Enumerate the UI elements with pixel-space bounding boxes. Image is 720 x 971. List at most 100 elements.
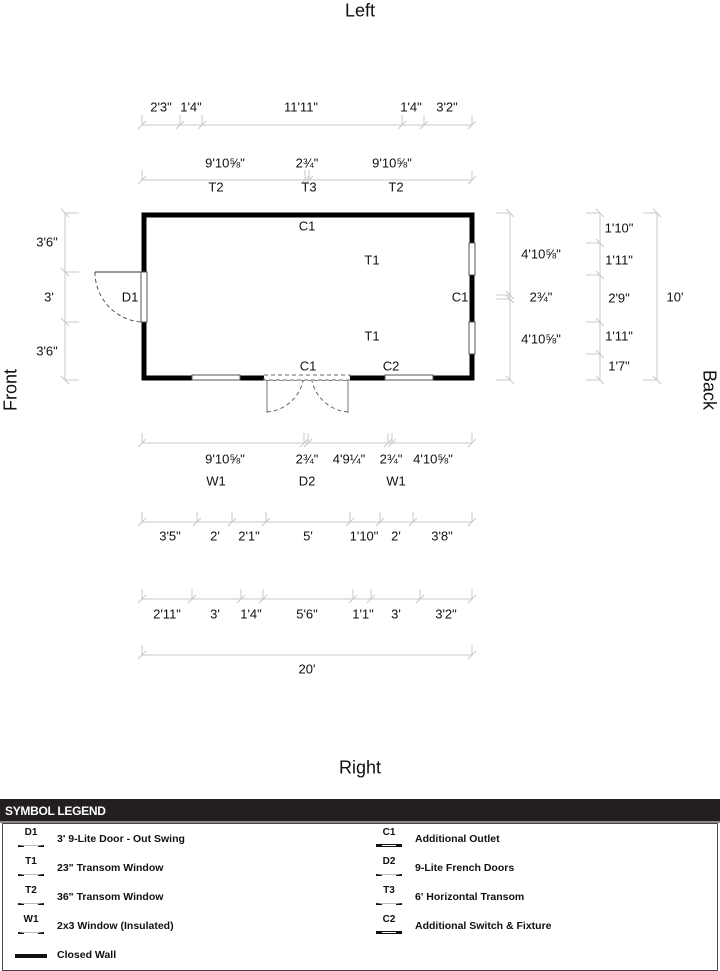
window-t1-lower xyxy=(468,321,476,355)
dimension-line xyxy=(304,175,314,185)
dim-label: 3' xyxy=(391,606,401,622)
side-label-back: Back xyxy=(699,369,720,411)
dim-label: 2'9" xyxy=(608,290,630,306)
dimension-line xyxy=(595,208,605,218)
dimension-line xyxy=(467,120,477,130)
dim-label: 2¾" xyxy=(529,289,553,305)
dimension-line xyxy=(505,294,515,304)
plan-label-t1: T1 xyxy=(364,252,380,268)
dimension-line xyxy=(258,594,268,604)
dim-label: 1'4" xyxy=(180,99,202,115)
dimension-line xyxy=(505,208,515,218)
closed-wall-icon xyxy=(15,943,47,967)
dimension-line xyxy=(60,267,70,277)
dim-label: 2¾" xyxy=(295,155,319,171)
dimension-line xyxy=(197,120,207,130)
door-d2-swing xyxy=(266,380,349,413)
dimension-line xyxy=(467,650,477,660)
dimension-line xyxy=(236,594,246,604)
dim-label-total-depth: 10' xyxy=(666,289,684,305)
dimension-line xyxy=(60,375,70,385)
plan-label-t1: T1 xyxy=(364,328,380,344)
floor-plan-drawing xyxy=(60,115,662,660)
side-label-front: Front xyxy=(0,368,21,412)
side-label-left: Left xyxy=(344,0,376,21)
opening-code: T2 xyxy=(208,179,224,195)
dim-label: 1'4" xyxy=(400,99,422,115)
dim-label-total-width: 20' xyxy=(298,661,316,677)
dimension-line xyxy=(192,517,202,527)
door-symbol-icon: D1 xyxy=(15,827,47,851)
dimension-line xyxy=(383,438,393,448)
dimension-line xyxy=(595,349,605,359)
window-symbol-icon: W1 xyxy=(15,914,47,938)
dim-label: 1'11" xyxy=(605,252,633,268)
dimension-line xyxy=(375,517,385,527)
dimension-line xyxy=(227,517,237,527)
french-door-symbol-icon: D2 xyxy=(373,856,405,880)
dim-label: 2' xyxy=(210,528,220,544)
dimension-line xyxy=(300,175,310,185)
dim-label: 1'1" xyxy=(352,606,374,622)
dim-label: 4'10⅝" xyxy=(413,451,453,467)
dim-label: 9'10⅝" xyxy=(205,155,245,171)
outlet-symbol-icon: C1 xyxy=(373,827,405,851)
dimension-line xyxy=(345,517,355,527)
dimension-line xyxy=(137,517,147,527)
dim-label: 9'10⅝" xyxy=(205,451,245,467)
dimension-line xyxy=(175,120,185,130)
dimension-line xyxy=(348,594,358,604)
plan-label-c1: C1 xyxy=(299,358,317,374)
plan-label-c1: C1 xyxy=(451,289,469,305)
window-w1-left xyxy=(191,374,241,381)
opening-code: T3 xyxy=(301,179,317,195)
dim-label: 1'7" xyxy=(608,358,630,374)
door-d2-opening xyxy=(263,374,351,381)
window-w1-right xyxy=(384,374,434,381)
plan-label-c2: C2 xyxy=(382,358,400,374)
dimension-line xyxy=(408,517,418,527)
dimension-line xyxy=(595,270,605,280)
dim-label: 3'2" xyxy=(435,606,457,622)
dim-label: 4'9¼" xyxy=(332,451,366,467)
dim-label: 9'10⅝" xyxy=(372,155,412,171)
transom-symbol-icon: T1 xyxy=(15,856,47,880)
side-label-right: Right xyxy=(338,757,382,778)
dimension-lines xyxy=(60,115,662,660)
dim-label: 3' xyxy=(44,289,54,305)
dim-label: 2'3" xyxy=(150,99,172,115)
dim-label: 1'11" xyxy=(605,328,633,344)
dimension-line xyxy=(652,375,662,385)
plan-label-d1: D1 xyxy=(121,289,139,305)
dimension-line xyxy=(505,290,515,300)
dim-label: 3'2" xyxy=(436,99,458,115)
dimension-line xyxy=(137,120,147,130)
dim-label: 2¾" xyxy=(295,451,319,467)
door-d1-opening xyxy=(140,271,148,323)
building-walls xyxy=(94,212,476,413)
dim-label: 2¾" xyxy=(379,451,403,467)
dimension-line xyxy=(187,594,197,604)
dim-label: 5' xyxy=(303,528,313,544)
dimension-line xyxy=(261,517,271,527)
dim-label: 3'6" xyxy=(36,343,58,359)
dim-label: 3'5" xyxy=(159,528,181,544)
dimension-line xyxy=(366,594,376,604)
dim-label: 2'1" xyxy=(238,528,260,544)
dimension-line xyxy=(387,438,397,448)
dimension-line xyxy=(299,438,309,448)
dim-label: 2' xyxy=(391,528,401,544)
dimension-line xyxy=(137,594,147,604)
dim-label: 1'4" xyxy=(240,606,262,622)
dimension-line xyxy=(137,175,147,185)
dimension-line xyxy=(467,517,477,527)
dim-label: 11'11" xyxy=(283,99,319,115)
dimension-line xyxy=(595,317,605,327)
dim-label: 1'10" xyxy=(604,220,634,236)
dimension-line xyxy=(595,238,605,248)
